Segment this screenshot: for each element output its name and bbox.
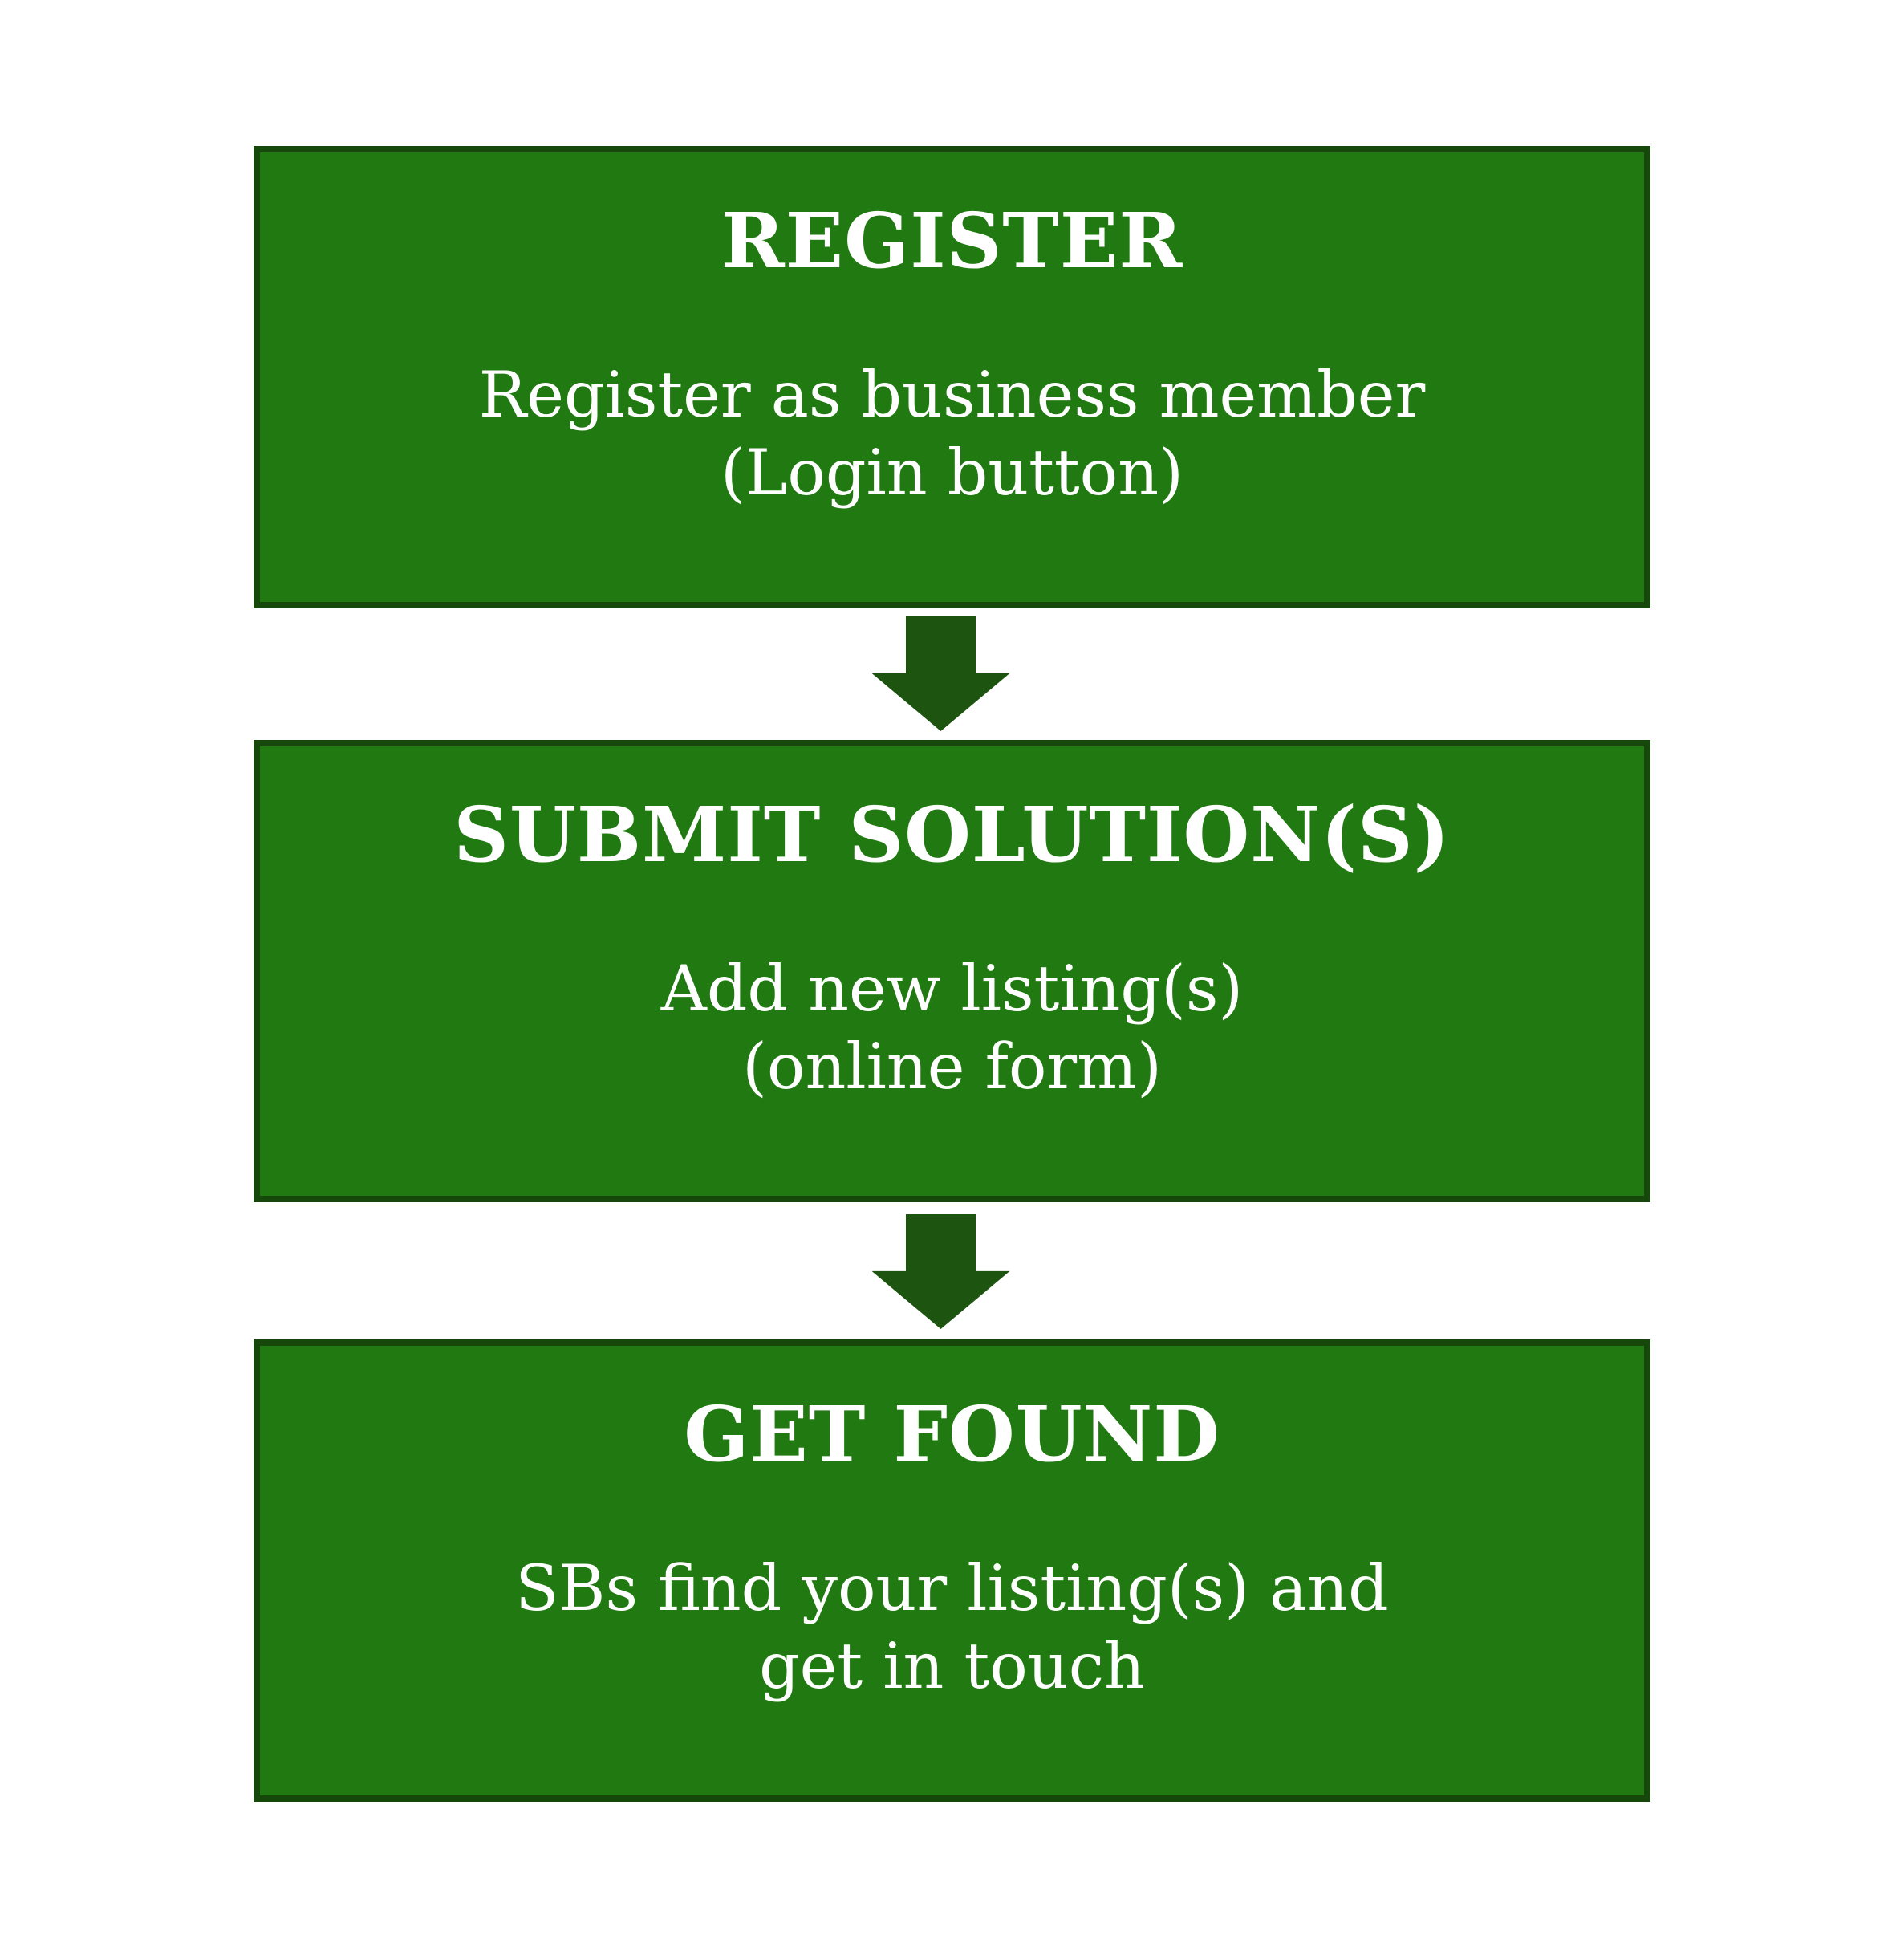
step-description-line: Register as business member [478, 358, 1426, 433]
down-arrow-icon [871, 1214, 1010, 1329]
step-box-get-found: GET FOUND SBs find your listing(s) and g… [254, 1339, 1650, 1802]
step-title: REGISTER [721, 197, 1183, 286]
step-description-line: (online form) [742, 1029, 1162, 1104]
step-box-submit-solutions: SUBMIT SOLUTION(S) Add new listing(s) (o… [254, 740, 1650, 1202]
step-description-line: get in touch [759, 1628, 1145, 1703]
flowchart: REGISTER Register as business member (Lo… [254, 146, 1650, 1802]
step-description-line: SBs find your listing(s) and [515, 1551, 1389, 1626]
step-title: GET FOUND [684, 1390, 1220, 1479]
step-box-register: REGISTER Register as business member (Lo… [254, 146, 1650, 608]
step-description-line: (Login button) [721, 435, 1183, 510]
down-arrow-icon [871, 616, 1010, 731]
step-description: SBs find your listing(s) and get in touc… [260, 1550, 1644, 1705]
step-description: Add new listing(s) (online form) [260, 950, 1644, 1105]
connector-gap [871, 608, 1021, 740]
step-description-line: Add new listing(s) [660, 952, 1244, 1026]
step-description: Register as business member (Login butto… [260, 356, 1644, 511]
connector-gap [871, 1202, 1021, 1339]
step-title: SUBMIT SOLUTION(S) [453, 791, 1451, 880]
